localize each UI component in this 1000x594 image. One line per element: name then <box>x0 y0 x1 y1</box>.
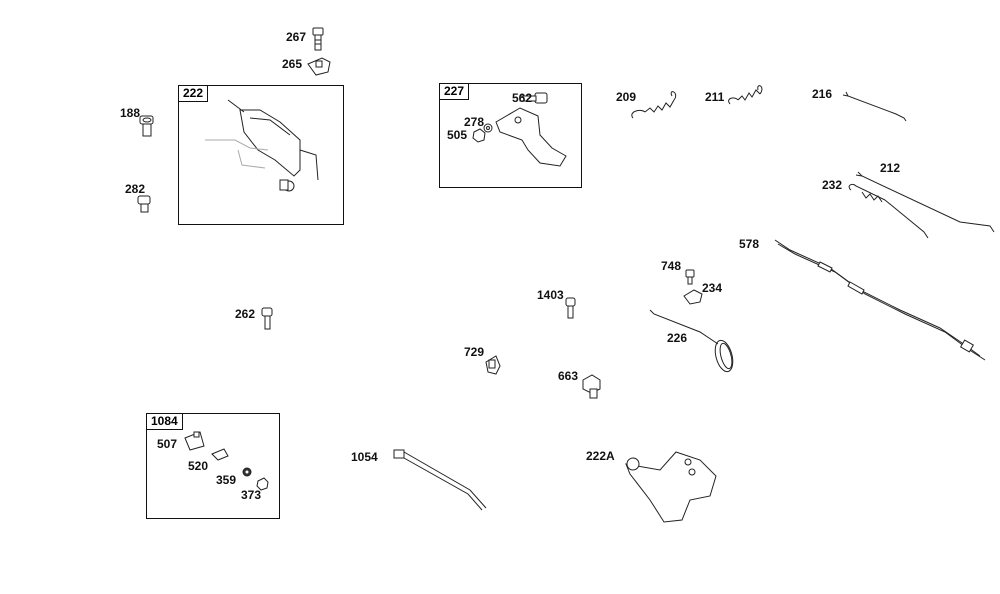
callout-265[interactable]: 265 <box>282 57 303 71</box>
part-520-clip[interactable] <box>211 448 229 461</box>
callout-262[interactable]: 262 <box>235 307 256 321</box>
part-216-rod[interactable] <box>842 91 907 122</box>
part-211-spring[interactable] <box>728 85 763 105</box>
part-222-control-bracket[interactable] <box>205 99 319 192</box>
part-212-rod[interactable] <box>855 171 995 233</box>
part-234-clip[interactable] <box>683 289 703 305</box>
callout-373[interactable]: 373 <box>241 488 262 502</box>
callout-232[interactable]: 232 <box>822 178 843 192</box>
part-507-bracket[interactable] <box>184 431 205 451</box>
callout-216[interactable]: 216 <box>812 87 833 101</box>
part-267-bolt[interactable] <box>312 27 324 51</box>
callout-359[interactable]: 359 <box>216 473 237 487</box>
callout-748[interactable]: 748 <box>661 259 682 273</box>
part-278-washer[interactable] <box>483 123 493 133</box>
part-222A-bracket[interactable] <box>625 451 717 523</box>
part-729-clamp[interactable] <box>485 355 501 375</box>
callout-1054[interactable]: 1054 <box>351 450 378 464</box>
callout-562[interactable]: 562 <box>512 91 533 105</box>
callout-578[interactable]: 578 <box>739 237 760 251</box>
part-232-spring-rod[interactable] <box>848 183 929 239</box>
callout-278[interactable]: 278 <box>464 115 485 129</box>
part-265-clip[interactable] <box>307 57 331 76</box>
part-282-screw[interactable] <box>137 195 151 213</box>
part-262-screw[interactable] <box>261 307 273 330</box>
callout-729[interactable]: 729 <box>464 345 485 359</box>
callout-209[interactable]: 209 <box>616 90 637 104</box>
part-1054-cable-tie[interactable] <box>393 449 487 511</box>
part-562-bolt[interactable] <box>519 92 548 104</box>
kit-box-1084: 1084 <box>146 413 280 519</box>
callout-212[interactable]: 212 <box>880 161 901 175</box>
callout-507[interactable]: 507 <box>157 437 178 451</box>
part-227-bracket[interactable] <box>495 107 567 167</box>
part-359-washer[interactable] <box>242 467 252 477</box>
part-505-nut[interactable] <box>472 128 486 143</box>
callout-222A[interactable]: 222A <box>586 449 615 463</box>
part-226-loop-wire[interactable] <box>649 309 736 374</box>
callout-188[interactable]: 188 <box>120 106 141 120</box>
kit-tag-1084[interactable]: 1084 <box>147 414 183 430</box>
callout-282[interactable]: 282 <box>125 182 146 196</box>
part-748-screw[interactable] <box>685 269 695 285</box>
callout-1403[interactable]: 1403 <box>537 288 564 302</box>
part-373-nut[interactable] <box>256 477 269 491</box>
callout-520[interactable]: 520 <box>188 459 209 473</box>
part-1403-screw[interactable] <box>565 297 576 319</box>
part-578-cable[interactable] <box>774 239 986 361</box>
callout-663[interactable]: 663 <box>558 369 579 383</box>
callout-505[interactable]: 505 <box>447 128 468 142</box>
callout-267[interactable]: 267 <box>286 30 307 44</box>
kit-box-227: 227 <box>439 83 582 188</box>
callout-226[interactable]: 226 <box>667 331 688 345</box>
kit-box-222: 222 <box>178 85 344 225</box>
part-663-bolt[interactable] <box>582 374 601 399</box>
part-188-screw[interactable] <box>139 115 154 137</box>
callout-234[interactable]: 234 <box>702 281 723 295</box>
part-209-spring[interactable] <box>631 91 677 119</box>
kit-tag-222[interactable]: 222 <box>179 86 209 102</box>
callout-211[interactable]: 211 <box>705 90 725 104</box>
kit-tag-227[interactable]: 227 <box>440 84 470 100</box>
